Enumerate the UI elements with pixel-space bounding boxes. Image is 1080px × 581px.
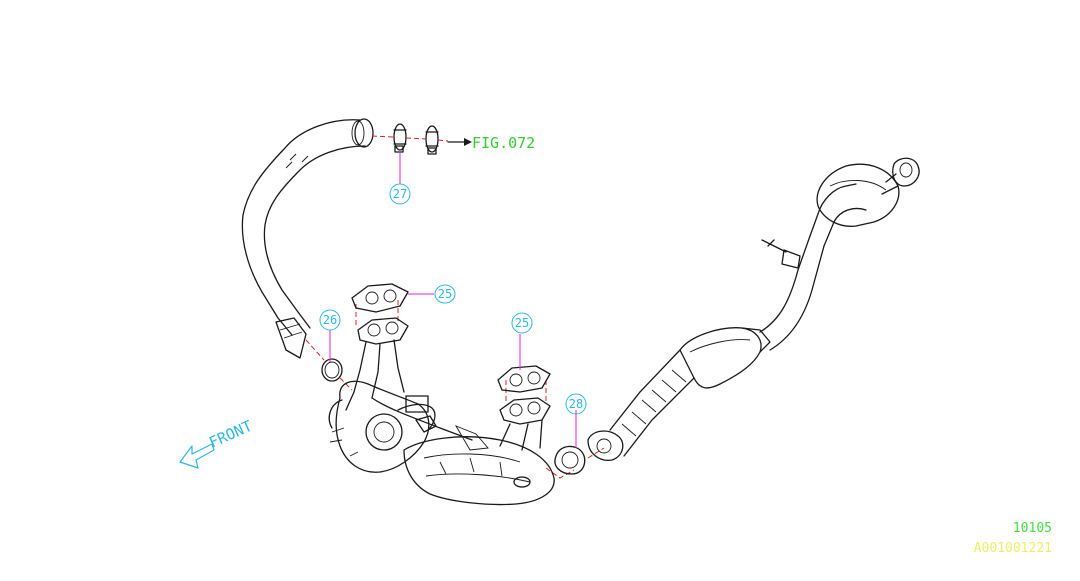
exhaust-manifold: [328, 317, 555, 506]
leader-lines: [329, 152, 577, 448]
callout-25-upper: 25: [434, 284, 456, 304]
gasket-flange: [554, 445, 586, 475]
dashed-guides: [305, 135, 605, 479]
gasket-ring: [321, 358, 343, 382]
callout-26: 26: [319, 309, 341, 331]
front-label: FRONT: [206, 417, 255, 452]
callout-25-lower: 25: [511, 312, 533, 334]
fig-ref-arrow-icon: [447, 138, 472, 146]
figure-reference[interactable]: FIG.072: [472, 134, 535, 152]
intake-pipe: [241, 118, 374, 359]
svg-text:25: 25: [438, 287, 452, 301]
front-arrow-icon: [179, 443, 215, 469]
svg-text:28: 28: [569, 397, 583, 411]
svg-text:26: 26: [323, 313, 337, 327]
part-code: A001001221: [974, 541, 1052, 556]
gasket-upper: [351, 283, 409, 313]
drawing-number: 10105: [1013, 521, 1052, 536]
callout-27: 27: [389, 183, 411, 205]
callout-28: 28: [565, 393, 587, 415]
svg-text:27: 27: [393, 187, 407, 201]
svg-text:25: 25: [515, 316, 529, 330]
gasket-lower: [497, 365, 551, 393]
front-pipe: [587, 157, 920, 461]
